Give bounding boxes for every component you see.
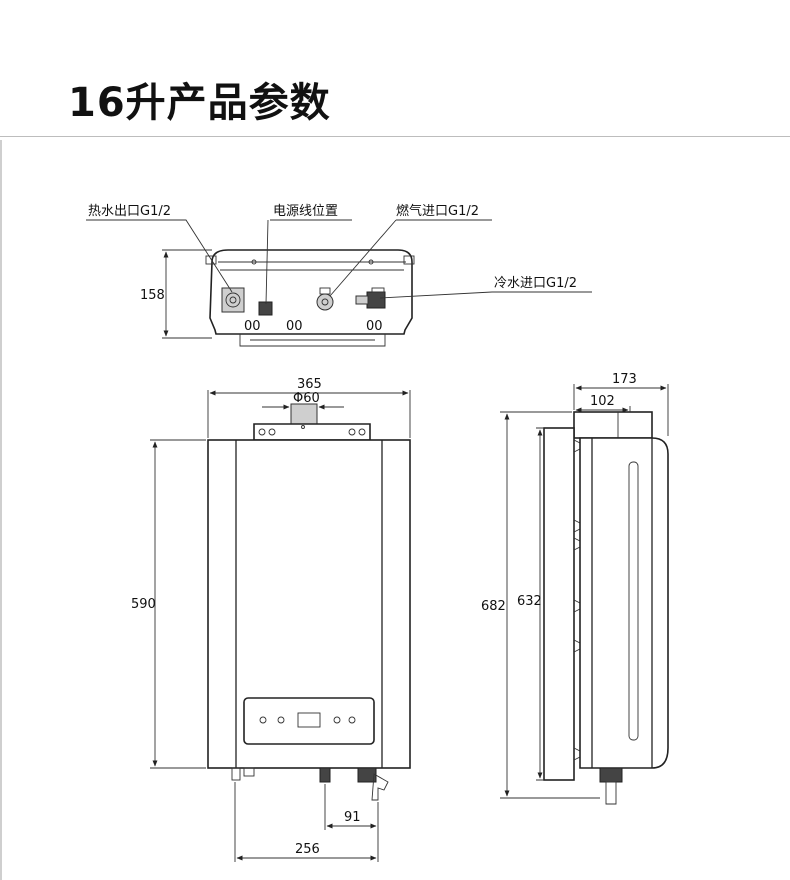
dim-102: 102 (590, 394, 615, 409)
dim-590: 590 (131, 597, 156, 612)
front-view: 365 Φ60 590 91 256 (131, 377, 411, 862)
dim-158: 158 (140, 288, 165, 303)
side-fitting (599, 767, 623, 783)
display-window (297, 712, 321, 728)
side-slot (628, 461, 639, 741)
front-gas-fitting (319, 767, 331, 783)
label-cold-water-inlet: 冷水进口G1/2 (494, 276, 577, 291)
power-cord-block (258, 301, 273, 316)
dim-632: 632 (517, 594, 542, 609)
control-panel (243, 697, 375, 745)
side-body (579, 437, 669, 769)
hot-water-fitting (221, 287, 245, 313)
gas-inlet-fitting (316, 293, 334, 311)
svg-text:00: 00 (286, 319, 303, 334)
dim-682: 682 (481, 599, 506, 614)
page-title: 16升产品参数 (68, 80, 331, 126)
label-hot-water-outlet: 热水出口G1/2 (88, 204, 171, 219)
cold-water-fitting (366, 291, 386, 309)
side-view: 173 102 632 682 (481, 372, 669, 805)
dim-flue-diameter: Φ60 (293, 391, 320, 406)
dim-365: 365 (297, 377, 322, 392)
dim-173: 173 (612, 372, 637, 387)
title-divider (0, 136, 790, 137)
label-gas-inlet: 燃气进口G1/2 (396, 203, 479, 219)
callouts: 热水出口G1/2 电源线位置 燃气进口G1/2 冷水进口G1/2 (86, 203, 592, 305)
side-flue (573, 411, 653, 439)
side-back-plate (543, 427, 575, 781)
left-border (0, 140, 2, 880)
svg-text:00: 00 (366, 319, 383, 334)
dim-91: 91 (344, 810, 361, 825)
svg-text:00: 00 (244, 319, 261, 334)
mounting-bracket (253, 423, 371, 441)
label-power-cord: 电源线位置 (273, 204, 338, 219)
top-view: 00 00 00 158 (140, 249, 415, 347)
dim-256: 256 (295, 842, 320, 857)
